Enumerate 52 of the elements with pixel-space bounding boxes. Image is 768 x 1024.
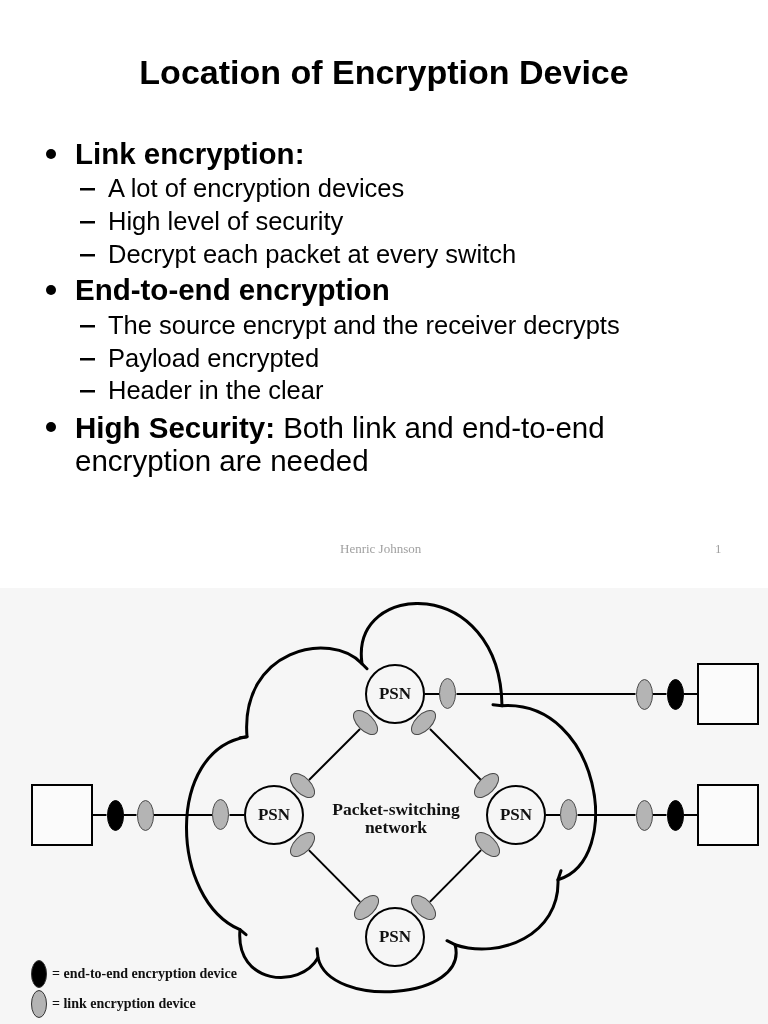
link-encryption-device-icon: [474, 831, 500, 857]
link-encryption-device-icon: [474, 773, 500, 799]
connection-line: [682, 814, 698, 816]
legend-label: = end-to-end encryption device: [52, 965, 237, 983]
connection-line: [92, 814, 108, 816]
link-encryption-device-icon: [212, 799, 230, 831]
connection-line: [424, 693, 441, 695]
link-encryption-device-icon: [411, 895, 437, 921]
host-box: [697, 663, 759, 725]
connection-line: [429, 728, 482, 781]
link-encryption-device-icon: [353, 895, 379, 921]
page-number: 1: [715, 541, 722, 557]
host-box: [697, 784, 759, 846]
network-label: Packet-switching network: [331, 800, 461, 836]
switching-node: PSN: [365, 907, 425, 967]
host-box: [31, 784, 93, 846]
bullet-item: Decrypt each packet at every switch: [108, 239, 517, 269]
connection-line: [307, 849, 362, 903]
bullet-item: Payload encrypted: [108, 343, 320, 373]
bullet-item: The source encrypt and the receiver decrypts: [108, 310, 620, 340]
connection-line: [545, 814, 562, 816]
connection-line: [122, 814, 138, 816]
connection-line: [682, 693, 698, 695]
bullet-item: High level of security: [108, 206, 344, 236]
connection-line: [651, 693, 668, 695]
bullet-item: Header in the clear: [108, 375, 324, 405]
link-encryption-device-icon: [411, 710, 437, 736]
end-to-end-encryption-device-icon: [666, 678, 684, 710]
connection-line: [455, 693, 637, 695]
legend-label: = link encryption device: [52, 995, 196, 1013]
link-encryption-device-icon: [290, 773, 316, 799]
end-to-end-encryption-device-icon: [666, 799, 684, 831]
link-encryption-device-icon: [635, 799, 653, 831]
footer-text: Henric Johnson: [340, 541, 422, 557]
bullet-item: A lot of encryption devices: [108, 173, 405, 203]
link-encryption-device-icon: [136, 799, 154, 831]
link-encryption-device-icon: [635, 678, 653, 710]
link-encryption-device-icon: [439, 678, 457, 710]
slide-title: Location of Encryption Device: [139, 52, 629, 92]
end-to-end-encryption-device-icon: [106, 799, 124, 831]
connection-line: [152, 814, 214, 816]
connection-line: [308, 728, 361, 781]
connection-line: [428, 849, 483, 903]
connection-line: [651, 814, 668, 816]
connection-line: [576, 814, 637, 816]
link-encryption-device-icon: [353, 710, 379, 736]
bullet-paragraph: High Security: Both link and end-to-end encryption are needed: [75, 410, 606, 477]
link-encryption-device-icon: [290, 831, 316, 857]
link-encryption-device-icon: [560, 799, 578, 831]
bullet-heading: Link encryption:: [75, 137, 305, 171]
connection-line: [228, 814, 245, 816]
bullet-heading: End-to-end encryption: [75, 273, 390, 307]
